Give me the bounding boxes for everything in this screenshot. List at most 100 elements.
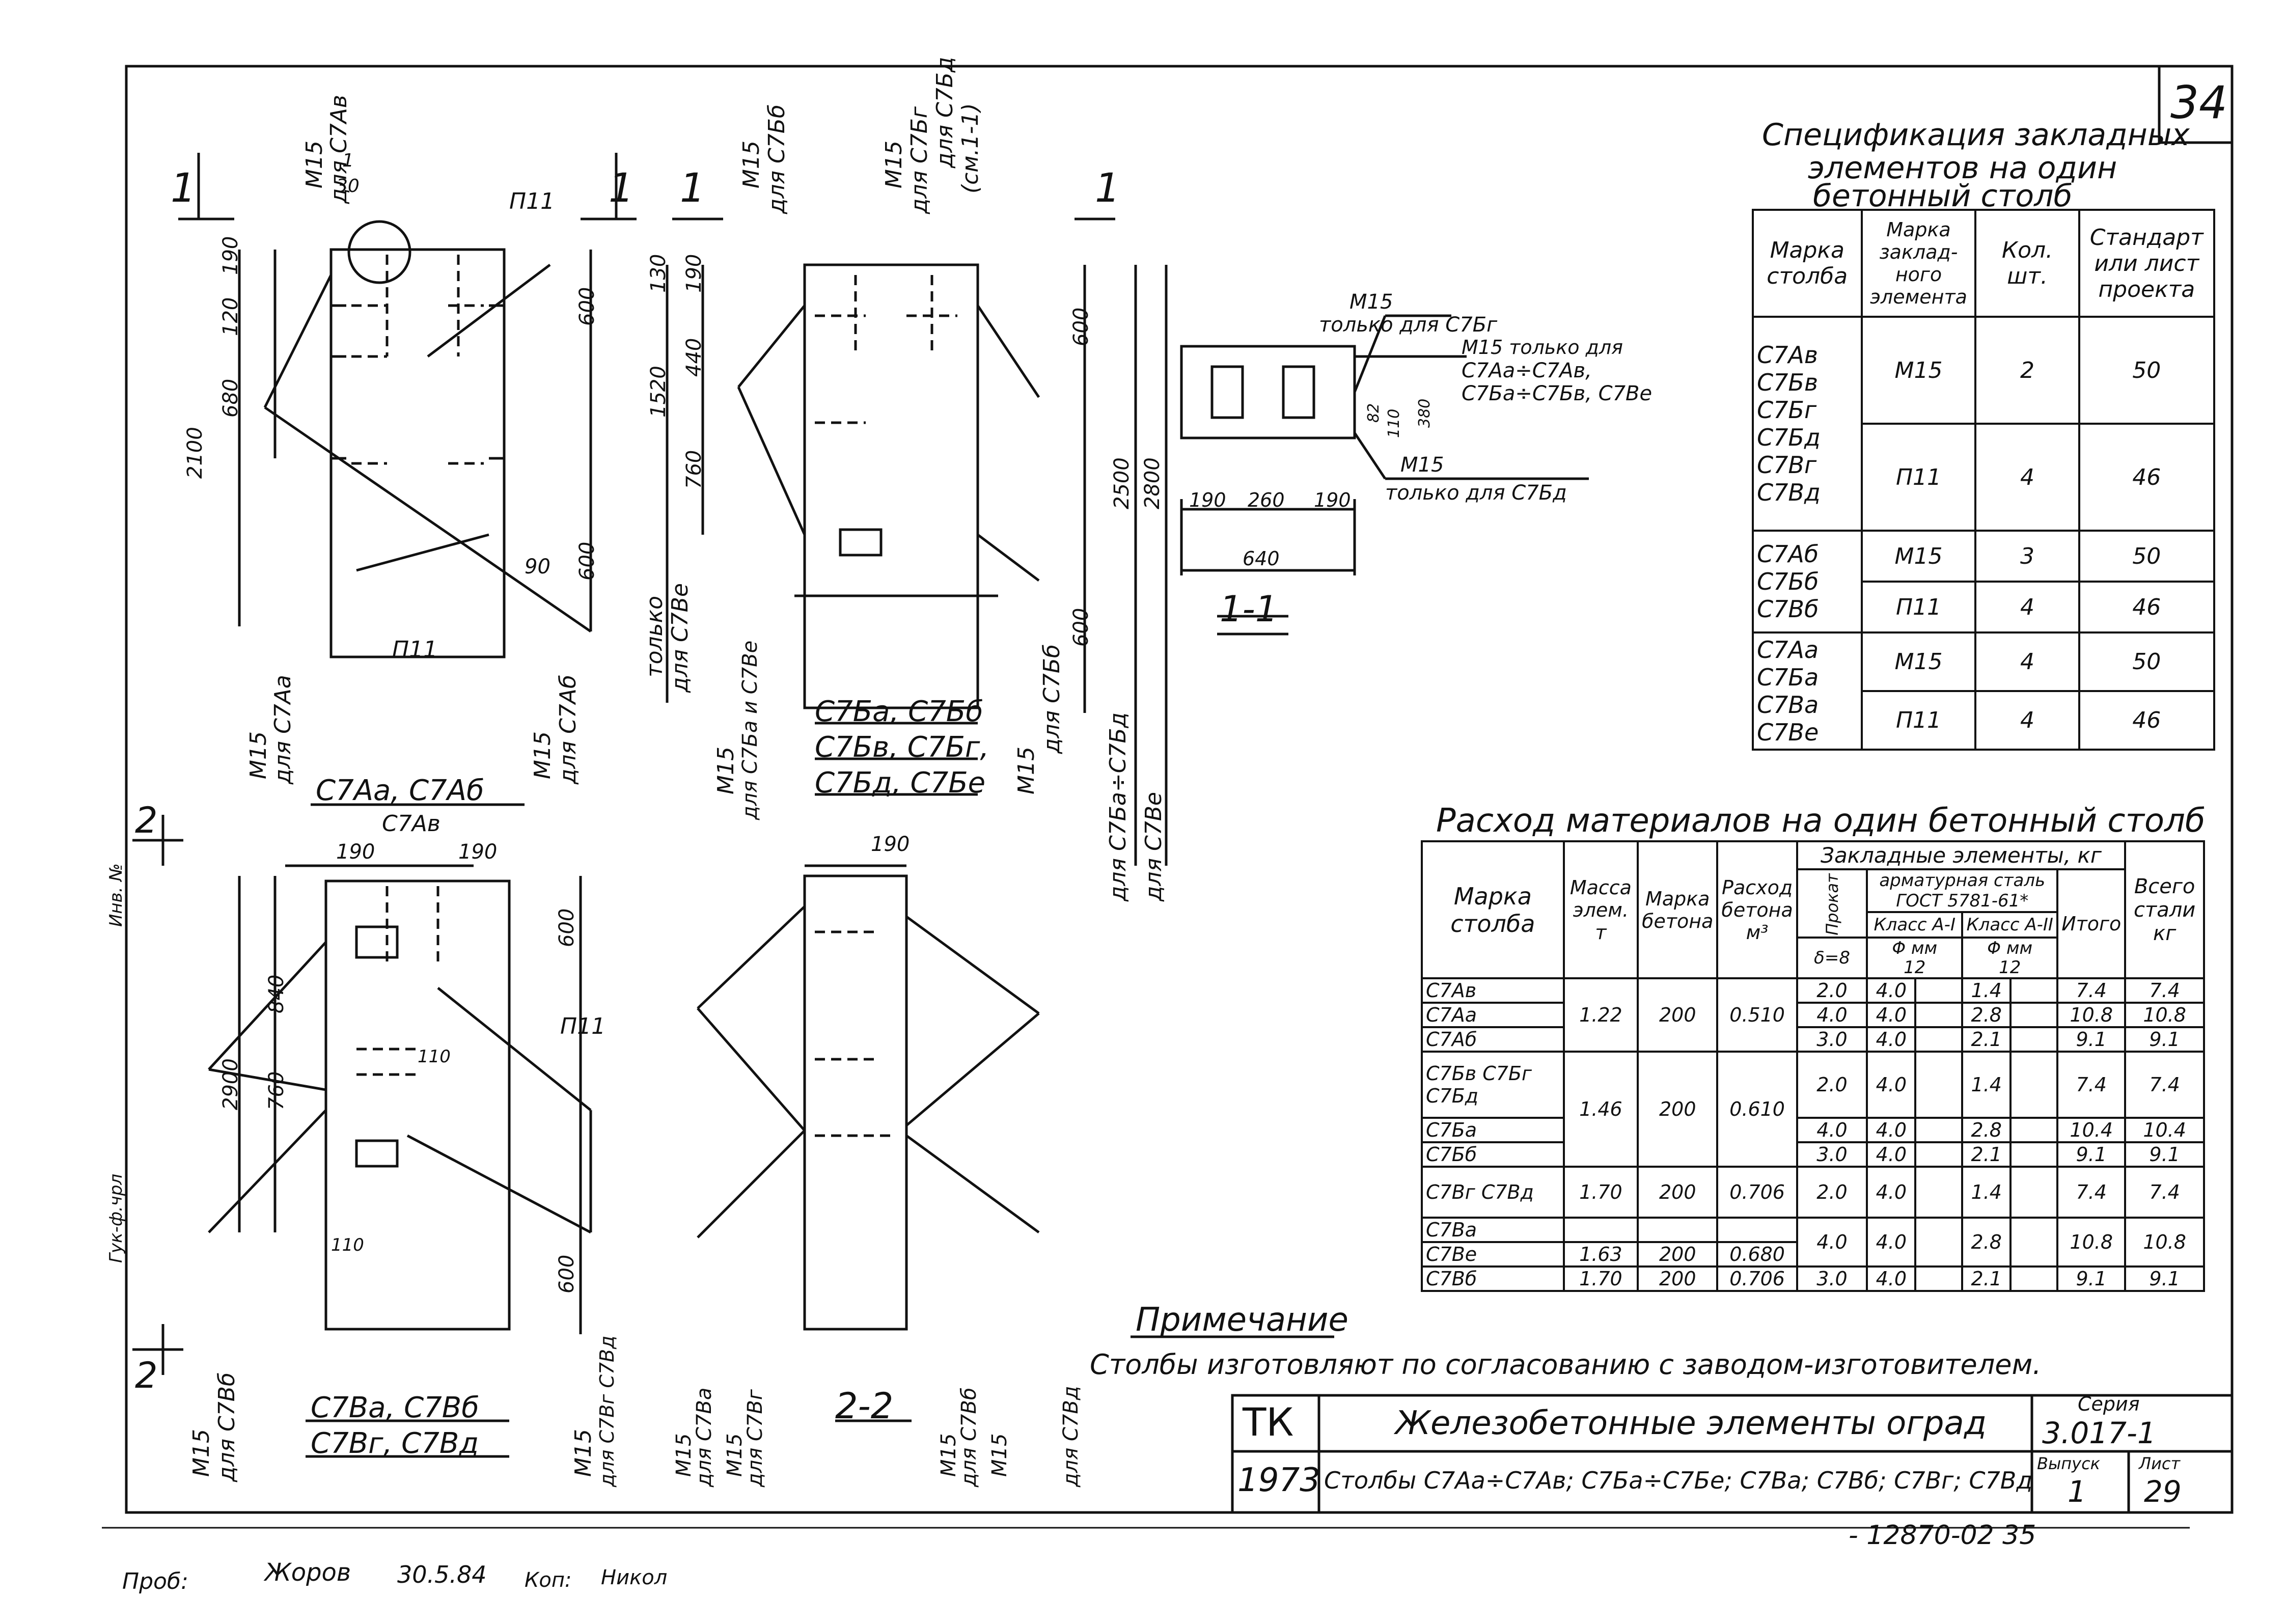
mat-sum: 10.4 <box>2056 1117 2127 1143</box>
for-c7be2-label: для С7Ве <box>1141 792 1167 901</box>
mat-a1-b <box>1914 977 1964 1004</box>
dim: 110 <box>331 1235 364 1255</box>
spec-cell: 46 <box>2078 581 2216 634</box>
mat-h-rolled: Прокат <box>1796 868 1868 939</box>
cut-label: 1 <box>171 166 196 211</box>
spec-header: Марка заклад-ного элемента <box>1860 209 1977 318</box>
spec-cell: 4 <box>1974 690 2080 751</box>
cut-label: 1 <box>609 166 634 211</box>
mat-mark: С7Вг С7Вд <box>1421 1166 1565 1219</box>
mat-h-class2: Класс А-II <box>1961 911 2059 939</box>
mat-h-delta: δ=8 <box>1796 937 1868 979</box>
spec-cell: П11 <box>1860 423 1977 532</box>
left-margin-code: Гук-ф.чрл <box>106 1173 126 1263</box>
sec-range-1: С7Аа÷С7Ав, <box>1462 359 1592 382</box>
m15-label: М15 <box>570 1429 596 1477</box>
spec-marks: С7Аб С7Бб С7Вб <box>1752 530 1863 634</box>
dim: 260 <box>1248 489 1285 511</box>
spec-mark: С7Бв <box>1757 369 1819 396</box>
spec-cell: М15 <box>1860 530 1977 583</box>
mat-sum: 7.4 <box>2056 1051 2127 1119</box>
mat-h-mark: Марка столба <box>1421 840 1565 979</box>
note-text: Столбы изготовляют по согласованию с зав… <box>1090 1348 2042 1381</box>
dim: 190 <box>336 840 375 864</box>
mat-a2: 2.8 <box>1961 1117 2012 1143</box>
section-22-caption: 2-2 <box>835 1385 894 1427</box>
dim: 110 <box>1385 408 1403 438</box>
mat-h-class1: Класс А-I <box>1866 911 1964 939</box>
mat-a1-b <box>1914 1217 1964 1268</box>
mat-h-concrete-mark: Марка бетона <box>1637 840 1719 979</box>
mat-mark: С7Ва <box>1421 1217 1565 1243</box>
mat-a2-b <box>2009 1026 2059 1053</box>
mat-use: 0.706 <box>1716 1166 1798 1219</box>
sec-range-2: С7Ба÷С7Бв, С7Ве <box>1462 382 1652 405</box>
mat-a1-b <box>1914 1002 1964 1028</box>
check-date: 30.5.84 <box>397 1561 487 1588</box>
spec-marks: С7Аа С7Ба С7Ва С7Ве <box>1752 631 1863 751</box>
spec-title-3: бетонный столб <box>1813 178 2073 214</box>
materials-table: Марка столба Масса элем. т Марка бетона … <box>1421 840 2205 1292</box>
dim: 2100 <box>183 427 207 479</box>
mat-a2: 1.4 <box>1961 1166 2012 1219</box>
mat-a1: 4.0 <box>1866 1265 1917 1292</box>
mat-mark: С7Аа <box>1421 1002 1565 1028</box>
mat-a1: 4.0 <box>1866 977 1917 1004</box>
phi2: Φ мм <box>1987 938 2033 958</box>
cut-label: 1 <box>1095 166 1120 211</box>
mat-a2-b <box>2009 977 2059 1004</box>
spec-header: Марка столба <box>1752 209 1863 318</box>
m15-label: М15 <box>530 731 556 779</box>
mat-a1-b <box>1914 1141 1964 1168</box>
dim: 600 <box>575 541 599 581</box>
spec-mark: С7Аа <box>1757 636 1819 664</box>
mat-h-rebar: арматурная сталь ГОСТ 5781-61* <box>1866 868 2059 913</box>
mat-sum: 9.1 <box>2056 1141 2127 1168</box>
dim: 600 <box>575 287 599 326</box>
spec-header: Стандарт или лист проекта <box>2078 209 2216 318</box>
mat-a2: 2.8 <box>1961 1002 2012 1028</box>
dim: 120 <box>219 297 242 336</box>
mat-rolled: 2.0 <box>1796 977 1868 1004</box>
for-c7vb-label: для С7Вб <box>214 1372 240 1482</box>
mat-sum: 10.8 <box>2056 1002 2127 1028</box>
dim: 760 <box>682 450 706 489</box>
for-c7aa-label: для С7Аа <box>270 675 296 784</box>
for-c7bb-label: для С7Бб <box>764 104 790 214</box>
spec-cell: П11 <box>1860 581 1977 634</box>
dim: 640 <box>1243 547 1280 570</box>
spec-cell: 50 <box>2078 631 2216 692</box>
spec-mark: С7Вд <box>1757 479 1821 506</box>
m15-label: М15 <box>713 747 739 794</box>
dim: 600 <box>1069 307 1093 346</box>
mat-a1-b <box>1914 1026 1964 1053</box>
view-a-caption-2: С7Ав <box>382 811 440 837</box>
p11-label: П11 <box>509 188 555 214</box>
dim: 380 <box>1416 398 1434 428</box>
spec-table: Марка столба Марка заклад-ного элемента … <box>1752 209 2216 751</box>
mat-concrete: 200 <box>1637 1265 1719 1292</box>
phi1: Φ мм <box>1892 938 1938 958</box>
cut-label: 1 <box>680 166 705 211</box>
title-subtitle: Столбы С7Аа÷С7Ав; С7Ба÷С7Бе; С7Ва; С7Вб;… <box>1324 1467 2033 1494</box>
mat-use: 0.680 <box>1716 1241 1798 1268</box>
mat-all: 10.8 <box>2124 1002 2205 1028</box>
mat-rolled: 4.0 <box>1796 1217 1868 1268</box>
m15-label: М15 <box>1013 747 1039 794</box>
dim: 600 <box>1069 608 1093 647</box>
mat-sum: 10.8 <box>2056 1217 2127 1268</box>
mat-a2-b <box>2009 1051 2059 1119</box>
series-value: 3.017-1 <box>2042 1416 2156 1450</box>
mat-a1-b <box>1914 1051 1964 1119</box>
sheet-number: 34 <box>2170 76 2227 129</box>
spec-mark: С7Ба <box>1757 664 1819 691</box>
for-c7vg-label: для С7Вг С7Вд <box>596 1335 618 1487</box>
mat-a2-b <box>2009 1002 2059 1028</box>
mat-rolled: 2.0 <box>1796 1051 1868 1119</box>
spec-mark: С7Ва <box>1757 691 1819 719</box>
m15-label: М15 <box>245 731 271 779</box>
spec-mark: С7Ве <box>1757 719 1819 746</box>
spec-header: Кол. шт. <box>1974 209 2080 318</box>
dim: 190 <box>871 833 910 856</box>
